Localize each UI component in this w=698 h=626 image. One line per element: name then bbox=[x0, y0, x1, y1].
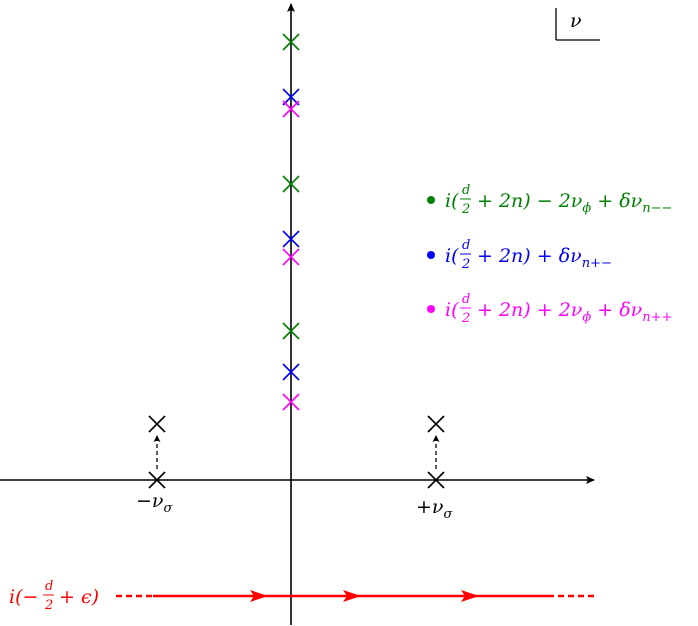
corner-variable-box: ν bbox=[555, 8, 600, 41]
pole-magenta-n0 bbox=[282, 393, 300, 411]
pole-magenta-n2 bbox=[282, 100, 300, 118]
svg-text:i(: i( bbox=[445, 299, 459, 321]
svg-text:+ 2n) + 2νϕ + δνn++: + 2n) + 2νϕ + δνn++ bbox=[477, 299, 672, 325]
svg-text:+ 2n) − 2νϕ + δνn−−: + 2n) − 2νϕ + δνn−− bbox=[477, 190, 672, 216]
corner-variable-label: ν bbox=[570, 10, 582, 32]
real-axis-poles bbox=[148, 415, 445, 489]
legend-item-magenta: i( d 2 + 2n) + 2νϕ + δνn++ bbox=[427, 292, 672, 326]
contour-arrow-3 bbox=[461, 590, 479, 602]
legend-item-green: i( d 2 + 2n) − 2νϕ + δνn−− bbox=[427, 183, 672, 217]
svg-text:+ 2n) + δνn+−: + 2n) + δνn+− bbox=[477, 245, 612, 271]
label-minus-nu-sigma: −νσ bbox=[136, 490, 173, 516]
contour-arrow-1 bbox=[250, 590, 268, 602]
legend: i( d 2 + 2n) − 2νϕ + δνn−− i( d 2 + 2n) … bbox=[427, 183, 672, 326]
pole-magenta-n1 bbox=[282, 248, 300, 266]
svg-text:2: 2 bbox=[461, 257, 470, 272]
shifted-pole-plus-sigma bbox=[427, 415, 445, 433]
pole-green-n0 bbox=[282, 322, 300, 340]
pole-blue-n2 bbox=[282, 88, 300, 106]
svg-text:d: d bbox=[462, 292, 470, 307]
label-plus-nu-sigma: +νσ bbox=[416, 496, 453, 522]
svg-text:d: d bbox=[462, 238, 470, 253]
pole-blue-n0 bbox=[282, 363, 300, 381]
pole-plus-sigma bbox=[427, 471, 445, 489]
svg-text:i(: i( bbox=[445, 245, 459, 267]
shifted-pole-minus-sigma bbox=[148, 415, 166, 433]
svg-text:+ ϵ): + ϵ) bbox=[59, 586, 99, 608]
svg-text:2: 2 bbox=[44, 598, 53, 613]
integration-contour bbox=[116, 590, 596, 602]
contour-label: i(− d 2 + ϵ) bbox=[9, 579, 99, 613]
svg-text:d: d bbox=[462, 183, 470, 198]
svg-text:2: 2 bbox=[461, 202, 470, 217]
svg-text:i(: i( bbox=[445, 190, 459, 212]
pole-green-n2 bbox=[282, 33, 300, 51]
contour-arrow-2 bbox=[343, 590, 361, 602]
pole-blue-n1 bbox=[282, 230, 300, 248]
svg-text:i(−: i(− bbox=[9, 586, 38, 608]
legend-item-blue: i( d 2 + 2n) + δνn+− bbox=[427, 238, 612, 272]
svg-text:d: d bbox=[45, 579, 53, 594]
svg-text:2: 2 bbox=[461, 311, 470, 326]
imaginary-axis-poles bbox=[282, 33, 300, 411]
pole-green-n1 bbox=[282, 175, 300, 193]
pole-minus-sigma bbox=[148, 471, 166, 489]
